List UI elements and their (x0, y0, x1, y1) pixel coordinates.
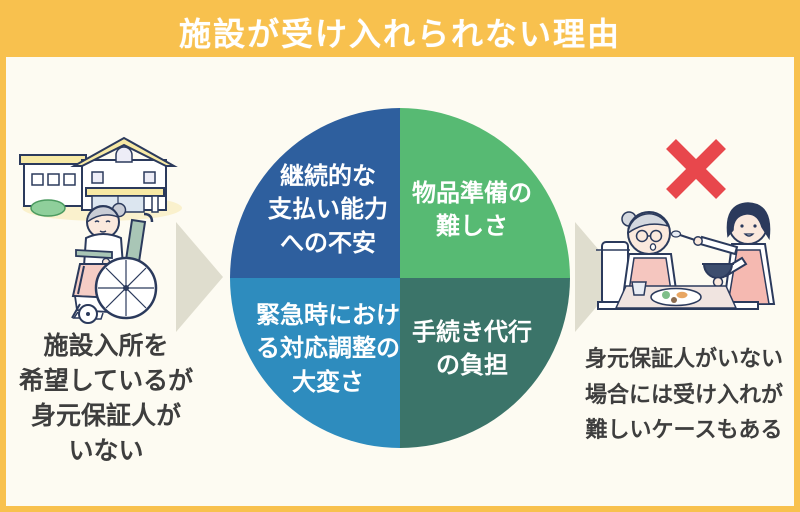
quadrant-bottom-left: 緊急時におけ る対応調整の 大変さ (230, 278, 400, 448)
x-mark-icon (666, 139, 726, 199)
left-caption: 施設入所を 希望しているが 身元保証人が いない (18, 331, 194, 465)
meal-tray-icon (597, 281, 759, 310)
arrow-right-icon (176, 222, 223, 332)
wheelchair-woman-icon (71, 202, 158, 324)
reasons-circle: 継続的な 支払い能力 への不安 物品準備の 難しさ 緊急時におけ る対応調整の … (230, 108, 570, 448)
quadrant-top-left: 継続的な 支払い能力 への不安 (230, 108, 400, 278)
header-band: 施設が受け入れられない理由 (6, 6, 794, 57)
quadrant-bottom-right: 手続き代行 の負担 (400, 278, 570, 448)
page-title: 施設が受け入れられない理由 (178, 14, 621, 53)
house-icon (19, 136, 178, 217)
caregiver-feeding-illustration (596, 202, 776, 310)
wheelchair-elderly-illustration (19, 136, 182, 324)
bush-shape (30, 199, 66, 217)
right-caption: 身元保証人がいない 場合には受け入れが 難しいケースもある (584, 347, 783, 444)
caregiver-icon (670, 202, 776, 305)
quadrant-top-right: 物品準備の 難しさ (400, 108, 570, 278)
